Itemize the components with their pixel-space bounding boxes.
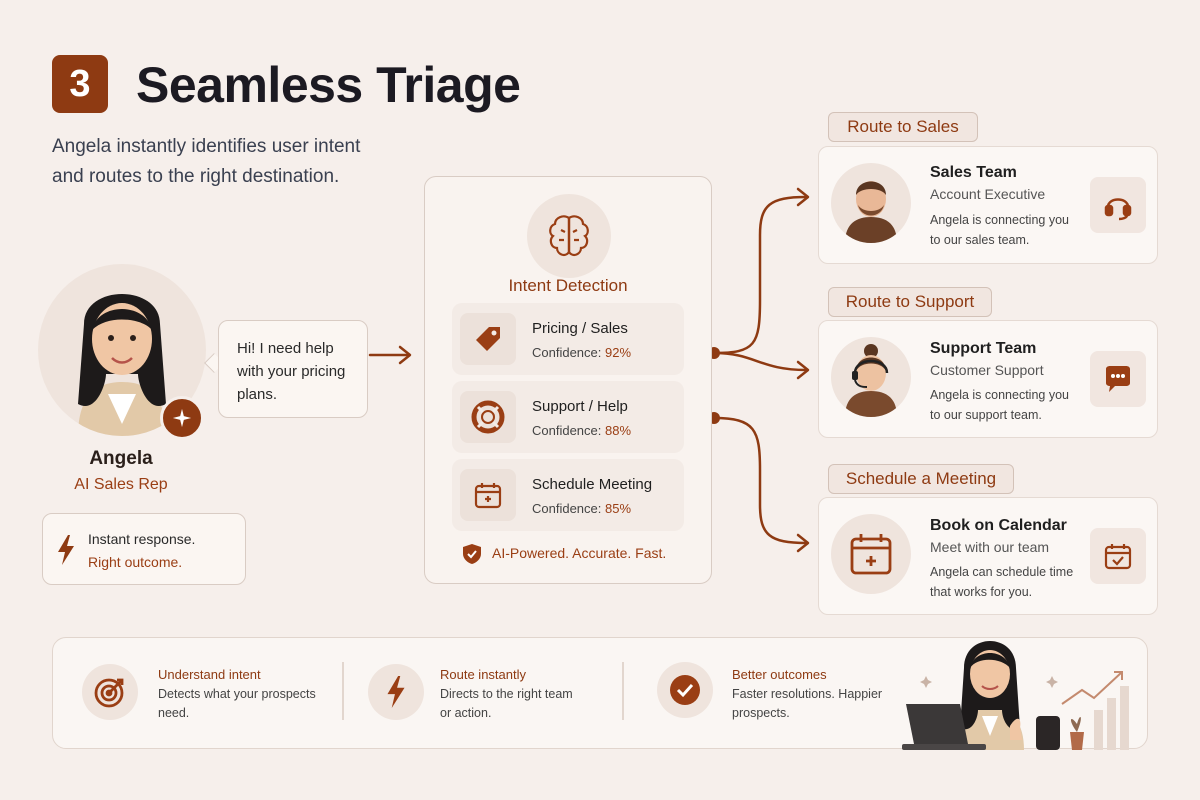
destination-card-sales[interactable]: Sales Team Account Executive Angela is c… [818, 146, 1158, 264]
desc-line-2: or action. [440, 706, 492, 720]
subtitle-line-1: Angela instantly identifies user intent [52, 136, 361, 157]
destination-description: Angela is connecting you to our support … [930, 385, 1080, 425]
calendar-large-icon [831, 514, 911, 594]
destination-description: Angela is connecting you to our sales te… [930, 210, 1080, 250]
arrow-head-intent [398, 345, 412, 365]
desc-line-2: to our support team. [930, 408, 1042, 422]
sales-rep-avatar [831, 163, 911, 243]
tagline-line-1: Instant response. [88, 531, 196, 547]
agent-role: AI Sales Rep [74, 476, 168, 493]
tag-icon [460, 313, 516, 365]
desc-line-2: need. [158, 706, 190, 720]
destination-subtitle: Customer Support [930, 362, 1044, 378]
brain-icon [527, 194, 611, 278]
angela-laptop-illustration [902, 641, 1129, 750]
agent-name: Angela [89, 448, 153, 469]
connector-to-meeting [712, 416, 808, 545]
desc-line-1: Angela can schedule time [930, 565, 1074, 579]
intent-label: Schedule Meeting [532, 476, 653, 493]
intent-item-pricing[interactable]: Pricing / Sales Confidence: 92% [452, 303, 684, 375]
destination-card-support[interactable]: Support Team Customer Support Angela is … [818, 320, 1158, 438]
lightning-icon [56, 535, 76, 570]
intent-confidence: Confidence: 88% [532, 423, 632, 438]
benefit-title: Better outcomes [732, 667, 827, 682]
divider [622, 662, 624, 720]
desc-line-2: that works for you. [930, 585, 1033, 599]
tagline-card [42, 513, 246, 585]
route-tag-meeting: Schedule a Meeting [828, 464, 1014, 494]
message-line-1: Hi! I need help [237, 340, 334, 357]
target-icon [82, 664, 138, 720]
destination-description: Angela can schedule time that works for … [930, 562, 1080, 602]
chat-bubble-icon [1090, 351, 1146, 407]
intent-confidence: Confidence: 85% [532, 501, 632, 516]
check-circle-icon [657, 662, 713, 718]
benefit-description: Detects what your prospects need. [158, 685, 328, 723]
route-tag-support: Route to Support [828, 287, 992, 317]
connector-to-support [712, 351, 808, 372]
desc-line-2: prospects. [732, 706, 790, 720]
user-message-bubble: Hi! I need help with your pricing plans. [218, 320, 368, 418]
intent-confidence: Confidence: 92% [532, 345, 632, 360]
tagline-line-2: Right outcome. [88, 554, 183, 570]
message-line-3: plans. [237, 386, 278, 403]
benefit-title: Understand intent [158, 667, 261, 682]
intent-label: Support / Help [532, 398, 628, 415]
angela-avatar [38, 264, 206, 436]
destination-card-meeting[interactable]: Book on Calendar Meet with our team Ange… [818, 497, 1158, 615]
page-subtitle: Angela instantly identifies user intent … [52, 132, 412, 192]
step-number-badge: 3 [52, 55, 108, 113]
page-title: Seamless Triage [136, 57, 521, 113]
benefit-description: Directs to the right team or action. [440, 685, 610, 723]
calendar-check-icon [1090, 528, 1146, 584]
headset-icon [1090, 177, 1146, 233]
desc-line-1: Faster resolutions. Happier [732, 687, 883, 701]
destination-title: Book on Calendar [930, 517, 1067, 534]
connector-to-sales [712, 195, 808, 355]
destination-title: Support Team [930, 340, 1037, 357]
destination-subtitle: Account Executive [930, 186, 1046, 202]
intent-detection-title: Intent Detection [508, 276, 628, 295]
benefit-description: Faster resolutions. Happier prospects. [732, 685, 902, 723]
message-line-2: with your pricing [237, 363, 346, 380]
intent-label: Pricing / Sales [532, 320, 628, 337]
shield-check-icon [462, 543, 482, 570]
desc-line-2: to our sales team. [930, 233, 1030, 247]
subtitle-line-2: and routes to the right destination. [52, 166, 340, 187]
destination-title: Sales Team [930, 164, 1017, 181]
lightning-icon [368, 664, 424, 720]
intent-footer: AI-Powered. Accurate. Fast. [492, 545, 667, 561]
divider [342, 662, 344, 720]
route-tag-sales: Route to Sales [828, 112, 978, 142]
intent-item-meeting[interactable]: Schedule Meeting Confidence: 85% [452, 459, 684, 531]
desc-line-1: Angela is connecting you [930, 388, 1069, 402]
lifebuoy-icon [460, 391, 516, 443]
intent-item-support[interactable]: Support / Help Confidence: 88% [452, 381, 684, 453]
destination-subtitle: Meet with our team [930, 539, 1050, 555]
benefit-title: Route instantly [440, 667, 526, 682]
calendar-icon [460, 469, 516, 521]
support-rep-avatar [831, 337, 911, 417]
desc-line-1: Directs to the right team [440, 687, 573, 701]
desc-line-1: Detects what your prospects [158, 687, 316, 701]
sparkle-icon [160, 396, 204, 440]
desc-line-1: Angela is connecting you [930, 213, 1069, 227]
